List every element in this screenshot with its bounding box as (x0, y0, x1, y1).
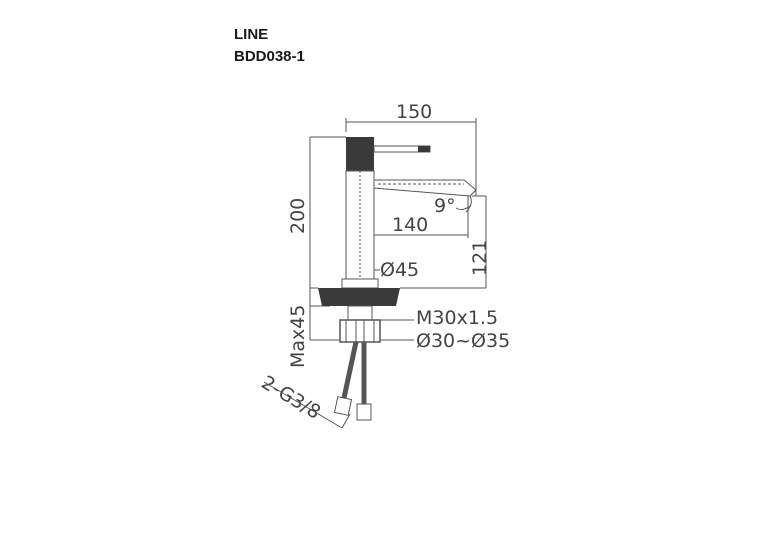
hose-fitting-left (333, 396, 353, 416)
dim-height-200: 200 (287, 136, 346, 289)
countertop-section (318, 288, 400, 306)
spout (373, 179, 477, 197)
dim-max-45: Max45 (287, 288, 340, 368)
dim-label-max45: Max45 (287, 305, 309, 368)
dim-label-200: 200 (287, 198, 309, 234)
shank (347, 305, 373, 321)
dim-angle-9: 9° (434, 195, 472, 217)
dim-hole: Ø30~Ø35 (380, 330, 510, 352)
dim-thread: M30x1.5 (372, 307, 498, 329)
dim-label-121: 121 (469, 240, 491, 276)
hose-left (341, 341, 359, 399)
mounting-nut (339, 319, 381, 343)
dim-label-thread: M30x1.5 (416, 307, 498, 329)
dim-label-hole: Ø30~Ø35 (416, 330, 510, 352)
dim-width-150: 150 (345, 101, 477, 196)
hose-fitting-right (356, 403, 372, 421)
dim-label-140: 140 (392, 214, 428, 236)
series-name: LINE (234, 26, 269, 43)
dim-reach-140: 140 (360, 196, 469, 238)
model-number: BDD038-1 (234, 48, 305, 65)
base-ring (341, 278, 379, 289)
dim-height-121: 121 (400, 195, 491, 289)
dim-label-inlet: 2-G3/8 (257, 371, 324, 423)
dim-label-9deg: 9° (434, 195, 456, 217)
faucet-body (318, 137, 477, 421)
lever-tip (418, 146, 430, 152)
handle-block (346, 137, 374, 171)
dim-label-150: 150 (396, 101, 432, 123)
dim-label-d45: Ø45 (380, 259, 419, 281)
dim-inlet: 2-G3/8 (257, 371, 351, 429)
